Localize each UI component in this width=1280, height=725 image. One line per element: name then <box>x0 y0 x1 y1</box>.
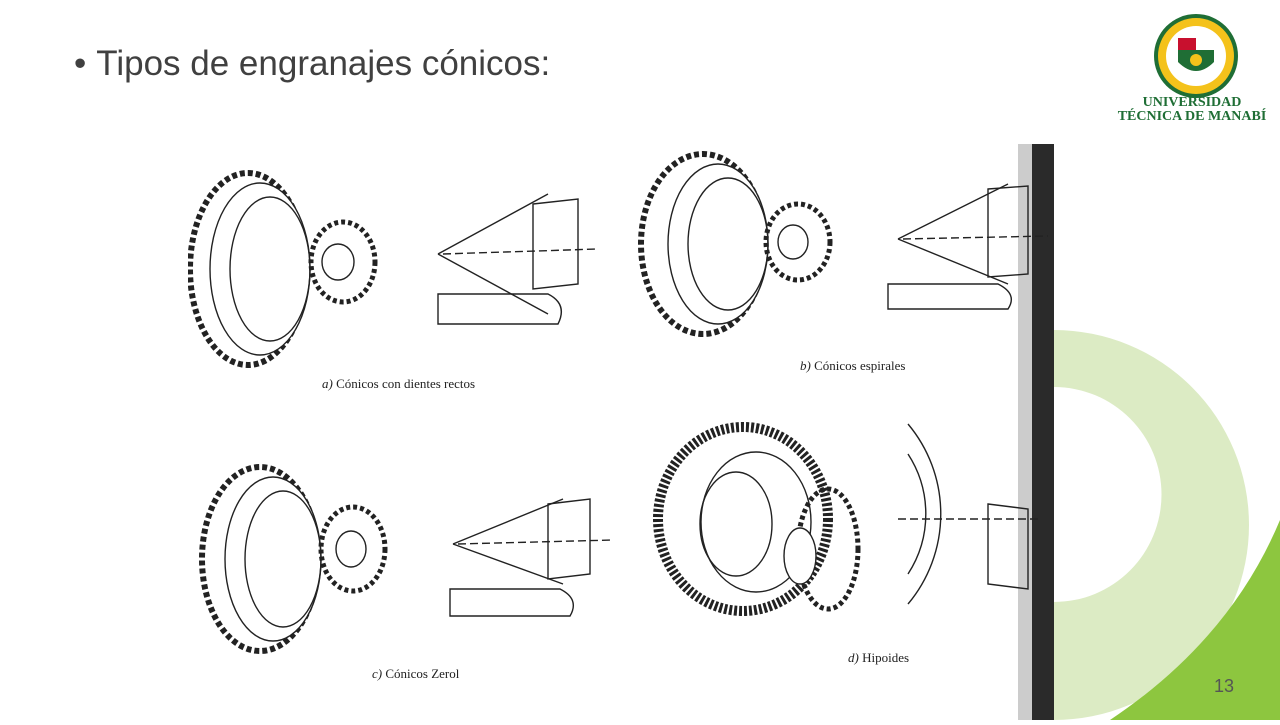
caption-d-text: Hipoides <box>862 650 910 665</box>
wordmark-line-1: UNIVERSIDAD <box>1142 95 1242 110</box>
gear-a-drawing <box>187 170 599 368</box>
gear-d-drawing <box>653 422 1038 616</box>
university-wordmark: UNIVERSIDAD TÉCNICA DE MANABÍ <box>1110 96 1274 124</box>
gear-c-drawing <box>199 464 614 654</box>
light-green-arc <box>1054 330 1249 720</box>
university-seal-logo <box>1154 14 1238 98</box>
caption-c: c) Cónicos Zerol <box>372 666 459 682</box>
caption-d: d) Hipoides <box>848 650 909 666</box>
caption-b: b) Cónicos espirales <box>800 358 905 374</box>
gear-drawings <box>187 144 1054 720</box>
caption-c-letter: c) <box>372 666 383 681</box>
caption-b-letter: b) <box>800 358 811 373</box>
caption-a-text: Cónicos con dientes rectos <box>336 376 476 391</box>
scan-edge <box>1032 144 1054 720</box>
slide-title-text: Tipos de engranajes cónicos: <box>96 44 551 83</box>
wordmark-line-2: TÉCNICA DE MANABÍ <box>1117 109 1267 124</box>
caption-b-text: Cónicos espirales <box>814 358 906 373</box>
gear-b-drawing <box>638 151 1049 337</box>
bullet: • <box>74 44 87 83</box>
page-number: 13 <box>1214 676 1235 696</box>
caption-a: a) Cónicos con dientes rectos <box>322 376 475 392</box>
slide-title: •Tipos de engranajes cónicos: <box>74 44 550 84</box>
caption-d-letter: d) <box>848 650 859 665</box>
bevel-gear-types-figure: a) Cónicos con dientes rectos b) Cónicos… <box>187 144 1054 720</box>
caption-c-text: Cónicos Zerol <box>385 666 460 681</box>
caption-a-letter: a) <box>322 376 333 391</box>
green-wedge <box>1110 520 1280 720</box>
